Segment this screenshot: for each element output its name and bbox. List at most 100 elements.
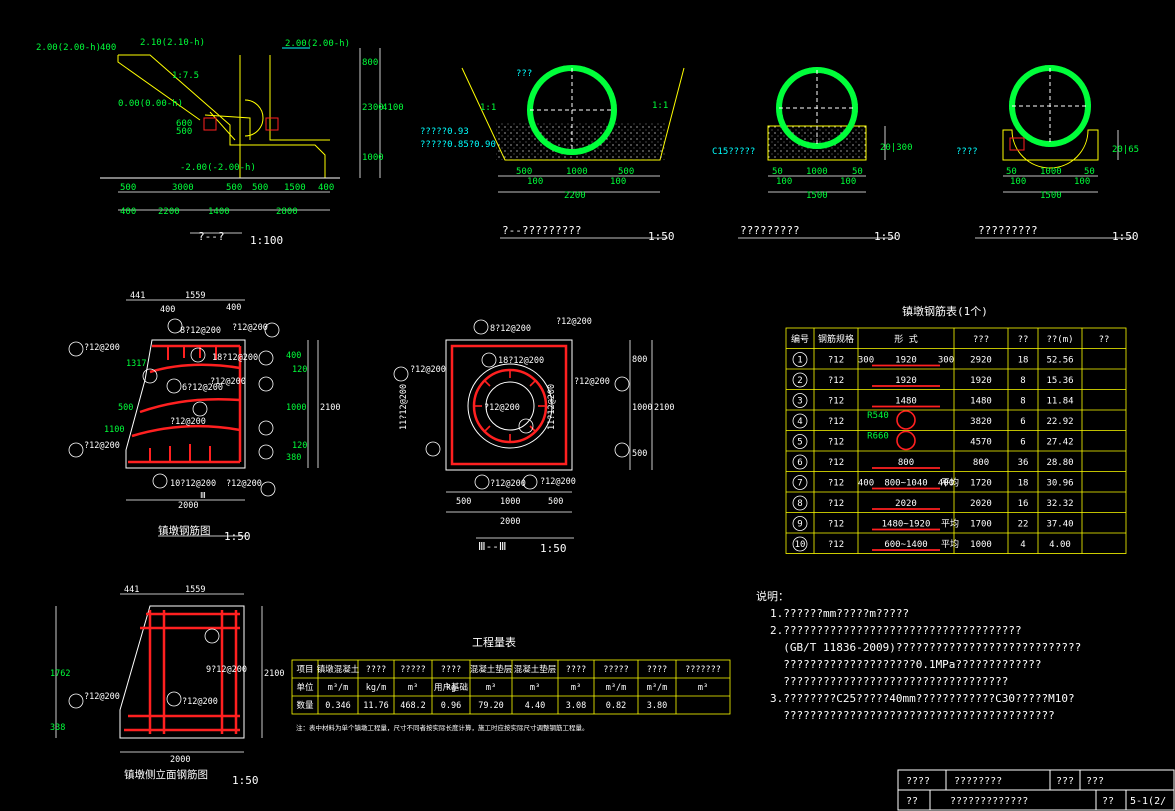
rebar-callout: ?12@200 — [574, 377, 610, 387]
dim-label: 2000 — [178, 501, 198, 511]
dim-label: 2200 — [564, 191, 586, 201]
rebar-shape-label: 1480 — [895, 397, 917, 407]
rebar-callout: 9?12@200 — [206, 665, 247, 675]
dim-label: 500 — [632, 449, 647, 459]
dim-label: 120 — [292, 441, 307, 451]
rebar-spec: ?12 — [828, 458, 844, 468]
dim-label: 1000 — [1040, 167, 1062, 177]
rebar-count: 36 — [1018, 458, 1029, 468]
section-title: ????????? — [978, 224, 1038, 237]
dim-label: 4100 — [382, 103, 404, 113]
qty-unit: m³ — [408, 683, 418, 693]
saddle-label: ???? — [956, 147, 978, 157]
dim-label: 120 — [292, 365, 307, 375]
dim-label: 1500 — [1040, 191, 1062, 201]
dim-label: 338 — [50, 723, 65, 733]
rebar-total: 52.56 — [1046, 356, 1073, 366]
rebar-spec: ?12 — [828, 520, 844, 530]
rebar-spec: ?12 — [828, 479, 844, 489]
rebar-callout: ?12@200 — [84, 343, 120, 353]
section-scale: 1:50 — [648, 230, 675, 243]
dim-label: 400 — [120, 207, 136, 217]
notes-title: 说明： — [756, 588, 1156, 605]
rebar-shape-hook: 300 — [938, 356, 954, 366]
rebar-total: 22.92 — [1046, 417, 1073, 427]
rebar-total: 28.80 — [1046, 458, 1073, 468]
dim-label: 1100 — [104, 425, 124, 435]
qty-note: 注：表中材料为单个镇墩工程量，尺寸不同者按实际长度计算，施工时应按实际尺寸调整钢… — [296, 723, 589, 732]
rebar-shape-label: 600~1400 — [884, 540, 927, 550]
qty-header: ???? — [441, 665, 461, 675]
rebar-total: 27.42 — [1046, 438, 1073, 448]
rebar-length: 1480 — [970, 397, 992, 407]
dim-label: 2100 — [320, 403, 340, 413]
elev-label: 2.00(2.00-h) — [36, 43, 101, 53]
dim-label: 441 — [130, 291, 145, 301]
rebar-callout: ?12@200 — [226, 479, 262, 489]
dim-label: 100 — [840, 177, 856, 187]
dim-label: 500 — [118, 403, 133, 413]
rebar-total: 37.40 — [1046, 520, 1073, 530]
qty-value: 0.96 — [441, 701, 461, 711]
rebar-spec: ?12 — [828, 376, 844, 386]
rebar-callout: ?12@200 — [170, 417, 206, 427]
dim-label: 500 — [456, 497, 471, 507]
qty-header: 混凝土垫层 — [514, 664, 557, 675]
dim-label: 500 — [618, 167, 634, 177]
section-3-3-drawing — [394, 320, 652, 538]
rebar-shape-label: 1920 — [895, 376, 917, 386]
qty-value: 11.76 — [363, 701, 389, 711]
rebar-total: 15.36 — [1046, 376, 1073, 386]
section-1-labels: 2.00(2.00-h) 2.10(2.10-h) 2.00(2.00-h) 0… — [36, 38, 404, 247]
rebar-callout: ?12@200 — [232, 323, 268, 333]
rebar-table-header: 钢筋规格 — [818, 333, 854, 345]
tb-cell: ?? — [906, 796, 918, 807]
rebar-length: 3820 — [970, 417, 992, 427]
dim-label: 100 — [1074, 177, 1090, 187]
dim-label: 400 — [286, 351, 301, 361]
qty-unit: m³ — [486, 683, 496, 693]
rebar-spec: ?12 — [828, 499, 844, 509]
dim-label: 100 — [776, 177, 792, 187]
dim-label: 400 — [318, 183, 334, 193]
dim-label: 1000 — [566, 167, 588, 177]
rebar-callout: ?12@200 — [540, 477, 576, 487]
rebar-no: 4 — [797, 417, 802, 427]
rebar-table-header: ??? — [973, 335, 989, 345]
rebar-shape-ring — [897, 432, 915, 450]
notes-block: 说明： 1.??????mm?????m?????2.?????????????… — [756, 588, 1156, 724]
dim-label: 800 — [632, 355, 647, 365]
qty-unit: m³ — [571, 683, 581, 693]
qty-header: 混凝土垫层 — [470, 664, 513, 675]
ratio-label: 1:1 — [480, 103, 496, 113]
dim-label: 20|65 — [1112, 145, 1139, 155]
tb-cell: 5-1(2/ — [1130, 796, 1166, 807]
rebar-total: 32.32 — [1046, 499, 1073, 509]
tb-cell: ??? — [1056, 776, 1074, 787]
pier-rebar-labels: 441 1559 400 400 2000 2100 1000 400 120 … — [84, 291, 340, 543]
section-4-drawing — [975, 68, 1134, 238]
rebar-avg-tag: 平均 — [941, 477, 959, 489]
dim-label: 50 — [1006, 167, 1017, 177]
rebar-avg-tag: 平均 — [941, 538, 959, 550]
rebar-callout: ?12@200 — [84, 692, 120, 702]
dim-label: 1762 — [50, 669, 70, 679]
rebar-shape-label: 800~1040 — [884, 479, 927, 489]
rebar-shape-hook: 300 — [858, 356, 874, 366]
rebar-table: 镇墩钢筋表(1个) 编号钢筋规格形 式???????(m)??1?1219203… — [786, 304, 1126, 554]
rebar-length: 1000 — [970, 540, 992, 550]
dim-label: 380 — [286, 453, 301, 463]
qty-header: 镇墩混凝土 — [317, 664, 360, 675]
rebar-spec: ?12 — [828, 438, 844, 448]
qty-value: 3.08 — [566, 701, 586, 711]
rebar-table-header: ??(m) — [1046, 335, 1073, 345]
rebar-no: 9 — [797, 520, 802, 530]
rebar-count: 22 — [1018, 520, 1029, 530]
note-line: (GB/T 11836-2009)???????????????????????… — [770, 639, 1156, 656]
rebar-count: 16 — [1018, 499, 1029, 509]
rebar-callout: 10?12@200 — [170, 479, 216, 489]
section-scale: 1:50 — [232, 774, 259, 787]
qty-unit: m³ — [698, 683, 708, 693]
rebar-total: 4.00 — [1049, 540, 1071, 550]
tb-cell: ???? — [906, 776, 930, 787]
